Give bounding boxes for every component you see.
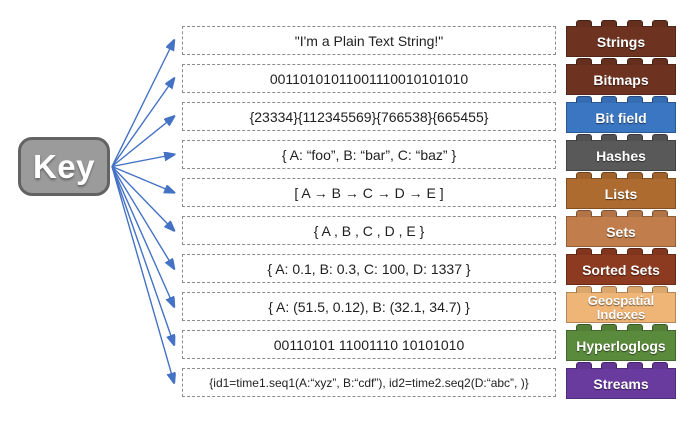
lego-studs: [567, 324, 677, 331]
key-arrow: [111, 166, 174, 383]
key-arrow: [111, 41, 174, 167]
brick-hyperloglogs: Hyperloglogs: [566, 324, 676, 361]
brick-label: Sets: [606, 223, 636, 240]
value-box-hyperloglogs: 00110101 11001110 10101010: [182, 330, 556, 359]
key-arrow: [111, 166, 174, 231]
key-arrow: [111, 166, 174, 269]
brick-label: Strings: [596, 33, 646, 50]
brick-label: Lists: [604, 185, 638, 202]
value-box-lists: [ A → B → C → D → E ]: [182, 178, 556, 207]
lego-studs: [567, 20, 677, 27]
lego-studs: [567, 248, 677, 255]
brick-label: Streams: [593, 375, 649, 392]
brick-label: Bit field: [595, 109, 647, 126]
brick-lists: Lists: [566, 172, 676, 209]
key-arrow: [111, 117, 174, 168]
key-label: Key: [32, 147, 96, 185]
brick-sets: Sets: [566, 210, 676, 247]
brick-bit-field: Bit field: [566, 96, 676, 133]
lego-studs: [567, 58, 677, 65]
value-box-bitmaps: 00110101011001110010101010: [182, 64, 556, 93]
brick-geospatial-indexes: Geospatial Indexes: [566, 286, 676, 323]
value-box-sorted-sets: { A: 0.1, B: 0.3, C: 100, D: 1337 }: [182, 254, 556, 283]
lego-studs: [567, 172, 677, 179]
value-box-bit-field: {23334}{112345569}{766538}{665455}: [182, 102, 556, 131]
key-arrow: [111, 166, 174, 307]
value-box-strings: "I'm a Plain Text String!": [182, 26, 556, 55]
value-box-geospatial-indexes: { A: (51.5, 0.12), B: (32.1, 34.7) }: [182, 292, 556, 321]
value-box-streams: {id1=time1.seq1(A:“xyz”, B:“cdf”), id2=t…: [182, 368, 556, 397]
brick-label: Hashes: [596, 147, 646, 164]
lego-studs: [567, 286, 677, 293]
value-box-sets: { A , B , C , D , E }: [182, 216, 556, 245]
brick-hashes: Hashes: [566, 134, 676, 171]
value-box-hashes: { A: “foo”, B: “bar”, C: “baz” }: [182, 140, 556, 169]
brick-strings: Strings: [566, 20, 676, 57]
lego-studs: [567, 96, 677, 103]
brick-label: Sorted Sets: [582, 261, 660, 278]
brick-label: Geospatial Indexes: [587, 292, 655, 322]
brick-label: Bitmaps: [593, 71, 649, 88]
lego-studs: [567, 362, 677, 369]
key-node: Key: [18, 137, 110, 196]
brick-bitmaps: Bitmaps: [566, 58, 676, 95]
brick-sorted-sets: Sorted Sets: [566, 248, 676, 285]
brick-streams: Streams: [566, 362, 676, 399]
key-arrow: [111, 166, 174, 345]
lego-studs: [567, 134, 677, 141]
brick-label: Hyperloglogs: [576, 337, 666, 354]
key-arrow: [111, 165, 174, 193]
lego-studs: [567, 210, 677, 217]
key-arrow: [111, 79, 174, 167]
key-arrow: [111, 155, 174, 168]
